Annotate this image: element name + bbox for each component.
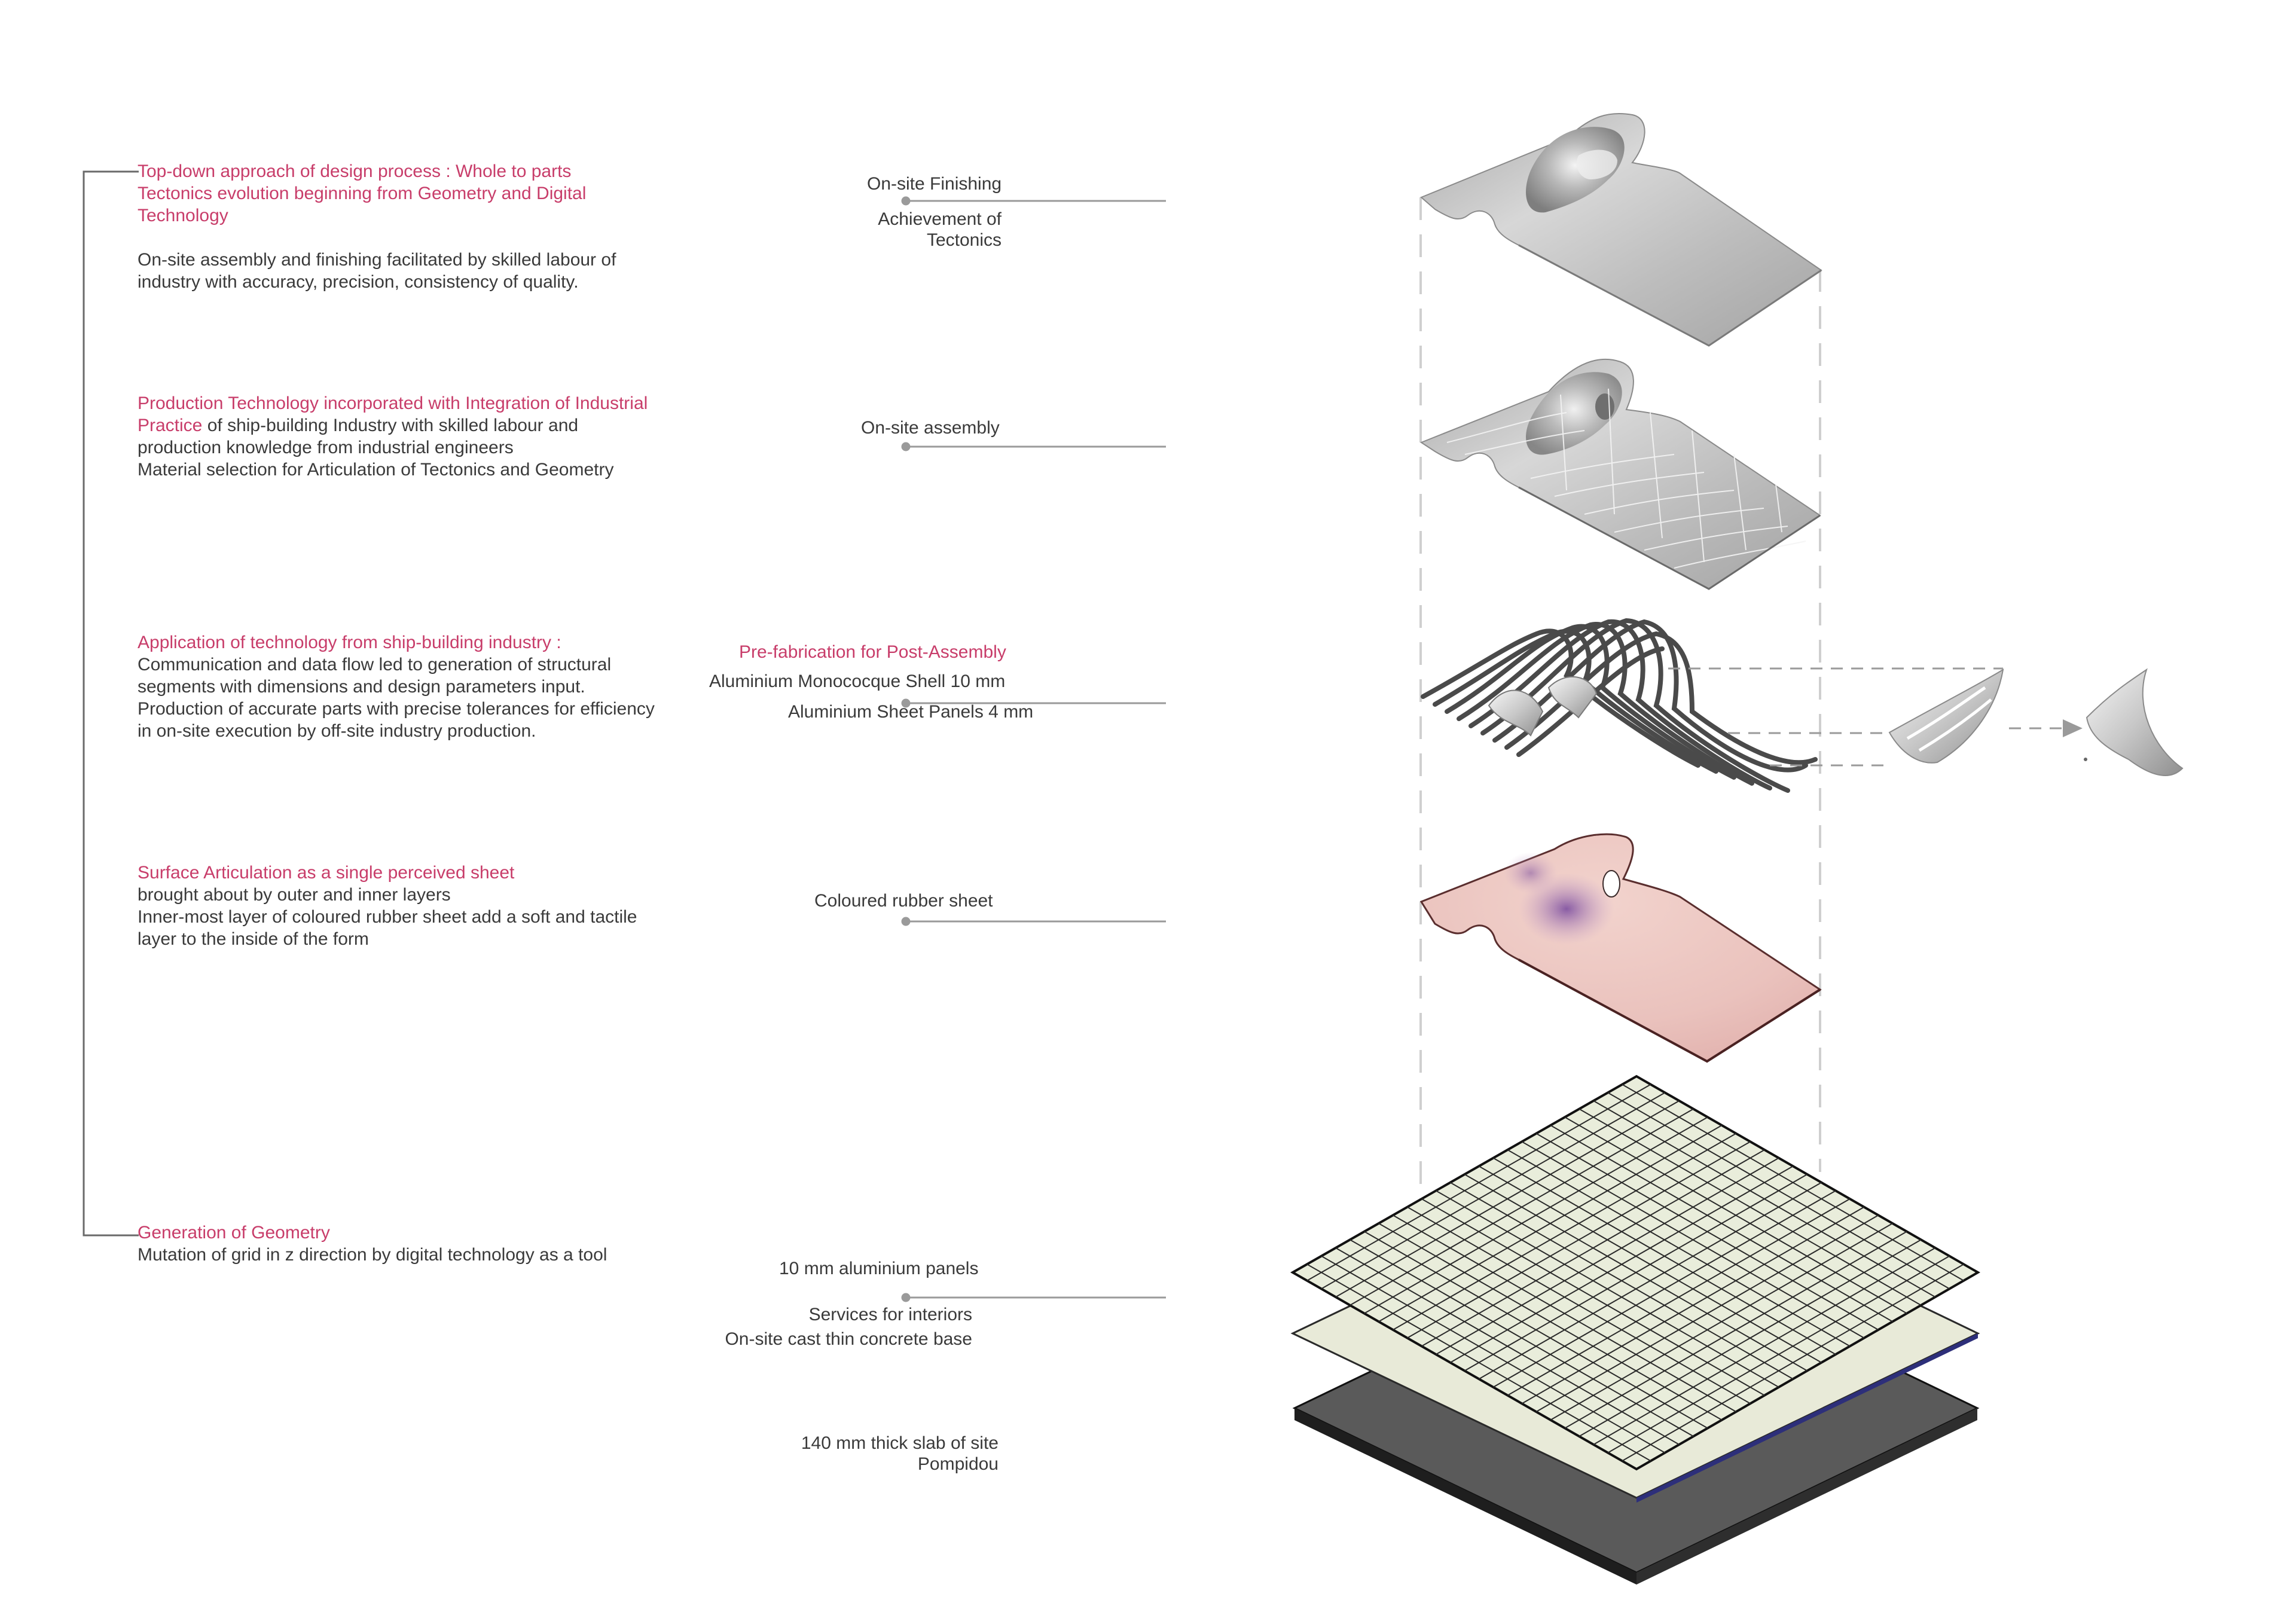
grid-line: [1622, 1083, 1964, 1281]
grid-lines: [1306, 1083, 1964, 1462]
label-concrete-base: On-site cast thin concrete base: [725, 1329, 972, 1349]
label-achievement-line2: Tectonics: [926, 230, 1002, 250]
label-slab-line1: 140 mm thick slab of site: [801, 1433, 999, 1453]
coloured-rubber-sheet: [1419, 833, 1822, 1063]
finishing-heading-line: Tectonics evolution beginning from Geome…: [138, 184, 587, 203]
alignment-guides: [1419, 197, 1821, 1238]
rubber-body-line: Inner-most layer of coloured rubber shee…: [138, 907, 637, 927]
grid-line: [1593, 1247, 1936, 1445]
finishing-heading-line: Technology: [138, 206, 228, 225]
label-monocoque-shell: Aluminium Monococque Shell 10 mm: [709, 671, 1006, 691]
label-onsite-finishing: On-site Finishing: [867, 174, 1002, 194]
label-alu-panels: 10 mm aluminium panels: [779, 1259, 979, 1278]
label-rubber-sheet: Coloured rubber sheet: [814, 891, 993, 911]
assembled-shell-panels: [1419, 358, 1821, 590]
assembly-body-line: production knowledge from industrial eng…: [138, 438, 514, 457]
extraction-guides: [1668, 667, 2083, 767]
grid-line: [1622, 1263, 1964, 1462]
prefab-body-line: in on-site execution by off-site industr…: [138, 721, 536, 741]
finished-aluminium-shell: [1420, 112, 1822, 347]
assembly-mixed-line: Practice of ship-building Industry with …: [138, 414, 676, 436]
aluminium-panel-grid: [1290, 1074, 1981, 1471]
grid-line: [1607, 1092, 1950, 1290]
extracted-panel-segment: [1888, 668, 2004, 764]
finishing-body-line: On-site assembly and finishing facilitat…: [138, 250, 616, 270]
label-achievement-line1: Achievement of: [878, 209, 1002, 229]
finishing-heading-line: Top-down approach of design process : Wh…: [138, 161, 572, 181]
monocoque-ribs: [1421, 618, 1818, 793]
grid-line: [1607, 1255, 1950, 1454]
single-panel-piece: [2084, 668, 2184, 776]
rubber-body-line: layer to the inside of the form: [138, 929, 369, 949]
grid-line: [1593, 1100, 1936, 1298]
label-prefab-title: Pre-fabrication for Post-Assembly: [739, 642, 1006, 662]
prefab-heading-line: Application of technology from ship-buil…: [138, 633, 561, 652]
label-onsite-assembly: On-site assembly: [861, 418, 1000, 438]
geometry-heading-line: Generation of Geometry: [138, 1223, 330, 1243]
section-assembly-text: Production Technology incorporated with …: [138, 392, 676, 481]
prefab-body-line: Production of accurate parts with precis…: [138, 699, 655, 719]
grid-line: [1578, 1239, 1922, 1437]
shell-panels-in-frame: [1488, 676, 1598, 737]
rubber-heading-line: Surface Articulation as a single perceiv…: [138, 863, 515, 883]
geometry-body-line: Mutation of grid in z direction by digit…: [138, 1245, 607, 1265]
label-slab-line2: Pompidou: [917, 1454, 999, 1474]
rubber-body-line: brought about by outer and inner layers: [138, 885, 451, 905]
finishing-body-line: industry with accuracy, precision, consi…: [138, 272, 579, 292]
assembly-heading-word: Practice: [138, 416, 203, 435]
prefab-body-line: segments with dimensions and design para…: [138, 677, 585, 697]
leader-lines: [901, 196, 1166, 1302]
section-geometry-text: Generation of Geometry Mutation of grid …: [138, 1222, 676, 1266]
label-services: Services for interiors: [808, 1305, 972, 1324]
assembly-heading-line: Production Technology incorporated with …: [138, 393, 648, 413]
prefab-body-line: Communication and data flow led to gener…: [138, 655, 612, 674]
section-finishing-text: Top-down approach of design process : Wh…: [138, 160, 676, 293]
section-rubber-text: Surface Articulation as a single perceiv…: [138, 862, 676, 950]
left-bracket: [83, 170, 139, 1237]
label-sheet-panels: Aluminium Sheet Panels 4 mm: [788, 702, 1034, 722]
assembly-body-line: Material selection for Articulation of T…: [138, 460, 614, 480]
assembly-body-fragment: of ship-building Industry with skilled l…: [202, 416, 579, 435]
section-prefab-text: Application of technology from ship-buil…: [138, 631, 676, 742]
